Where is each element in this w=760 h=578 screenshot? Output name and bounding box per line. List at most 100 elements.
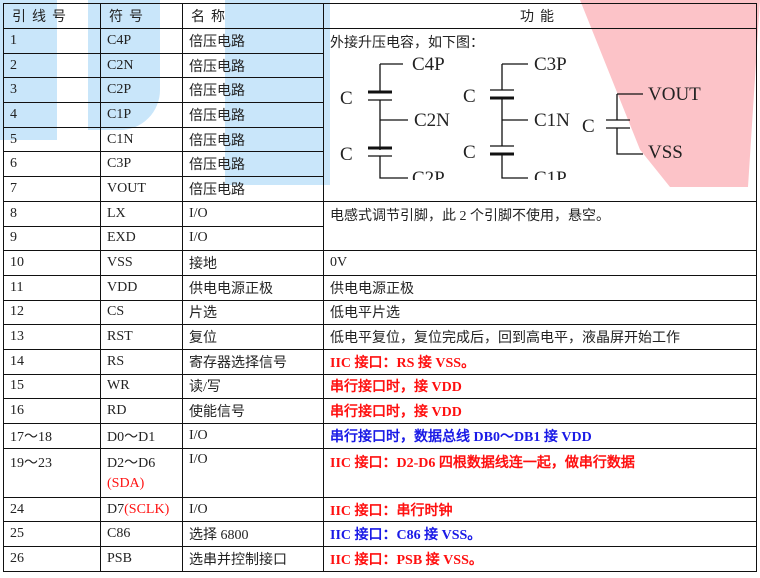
cap-label: C (463, 86, 476, 107)
symbol-cell: VSS (100, 250, 183, 276)
symbol-cell: WR (100, 373, 183, 400)
header-row: 引线号 符号 名称 功能 (3, 3, 757, 29)
symbol-text: D7 (107, 501, 125, 517)
cap-label: C (582, 116, 595, 137)
symbol-cell: C1N (100, 126, 183, 153)
pin-label: VSS (648, 142, 683, 163)
symbol-cell: VOUT (100, 176, 183, 202)
function-cell: IIC 接口：C86 接 VSS。 (323, 521, 757, 548)
function-cell: 串行接口时，接 VDD (323, 373, 757, 400)
pin-cell: 14 (3, 348, 101, 375)
name-cell: 倍压电路 (182, 151, 324, 178)
name-cell: 倍压电路 (182, 126, 324, 153)
pin-label: C2P (412, 168, 445, 180)
function-cell: IIC 接口：串行时钟 (323, 496, 757, 523)
symbol-cell: C86 (100, 521, 183, 548)
pin-cell: 8 (3, 200, 101, 227)
symbol-cell: D0～D1 (100, 423, 183, 449)
pin-cell: 7 (3, 176, 101, 202)
function-cell: IIC 接口：PSB 接 VSS。 (323, 546, 757, 572)
symbol-sub: (SDA) (107, 475, 145, 491)
pin-label: C1P (534, 168, 567, 180)
function-cell: 供电电源正极 (323, 274, 757, 301)
boost-capacitor-diagram: C C C4P C2N C2P C C C3P C1N C1P C VOUT (340, 54, 701, 189)
name-cell: I/O (182, 496, 324, 523)
pin-cell: 26 (3, 546, 101, 572)
pin-cell: 1 (3, 28, 101, 54)
table-row: 19～23 D2～D6(SDA) I/O IIC 接口：D2-D6 四根数据线连… (3, 447, 757, 498)
cap-label: C (340, 88, 353, 109)
pin-label: C1N (534, 110, 570, 131)
name-cell: 复位 (182, 324, 324, 350)
function-cell: 低电平复位，复位完成后，回到高电平，液晶屏开始工作 (323, 324, 757, 350)
table-row: 1 C4P 倍压电路 外接升压电容，如下图： C C C4P C2N C2P C (3, 28, 757, 202)
function-cell: 低电平片选 (323, 299, 757, 326)
pin-cell: 11 (3, 274, 101, 301)
pin-cell: 19～23 (3, 447, 101, 498)
function-cell: IIC 接口：D2-D6 四根数据线连一起，做串行数据 (323, 447, 757, 498)
header-name: 名称 (182, 3, 324, 29)
symbol-cell: C1P (100, 102, 183, 128)
symbol-cell: C4P (100, 28, 183, 54)
name-cell: 接地 (182, 250, 324, 276)
pin-table: 引线号 符号 名称 功能 1 C4P 倍压电路 外接升压电容，如下图： C C … (3, 3, 757, 572)
function-cell: IIC 接口：RS 接 VSS。 (323, 348, 757, 375)
symbol-cell: C2P (100, 77, 183, 104)
boost-capacitor-cell: 外接升压电容，如下图： C C C4P C2N C2P C C C3P C1N (323, 28, 757, 202)
pin-cell: 24 (3, 496, 101, 523)
pin-label: VOUT (648, 84, 701, 105)
symbol-sub: (SCLK) (124, 501, 170, 517)
header-symbol: 符号 (100, 3, 183, 29)
name-cell: 使能信号 (182, 398, 324, 424)
name-cell: 读/写 (182, 373, 324, 400)
symbol-cell: RST (100, 324, 183, 350)
symbol-cell: EXD (100, 225, 183, 252)
function-cell: 串行接口时，数据总线 DB0～DB1 接 VDD (323, 423, 757, 449)
name-cell: I/O (182, 423, 324, 449)
symbol-text: D2～D6 (107, 455, 156, 471)
name-cell: 倍压电路 (182, 176, 324, 202)
name-cell: 寄存器选择信号 (182, 348, 324, 375)
function-cell: 0V (323, 250, 757, 276)
capacitor-group-2 (490, 63, 528, 179)
symbol-cell: D2～D6 (SDA) (100, 447, 183, 498)
pin-cell: 25 (3, 521, 101, 548)
lx-exd-note: 电感式调节引脚，此 2 个引脚不使用，悬空。 (323, 200, 757, 252)
pin-cell: 6 (3, 151, 101, 178)
pin-cell: 3 (3, 77, 101, 104)
pin-label: C2N (414, 110, 450, 131)
pin-label: C4P (412, 54, 445, 75)
name-cell: I/O (182, 200, 324, 227)
name-cell: 倍压电路 (182, 102, 324, 128)
symbol-cell: LX (100, 200, 183, 227)
pin-cell: 17～18 (3, 423, 101, 449)
pin-cell: 12 (3, 299, 101, 326)
symbol-cell: C2N (100, 52, 183, 79)
symbol-cell: D7(SCLK) (100, 496, 183, 523)
symbol-cell: RS (100, 348, 183, 375)
name-cell: 选择 6800 (182, 521, 324, 548)
pin-cell: 13 (3, 324, 101, 350)
symbol-cell: C3P (100, 151, 183, 178)
pin-label: C3P (534, 54, 567, 75)
pin-cell: 15 (3, 373, 101, 400)
pin-cell: 16 (3, 398, 101, 424)
name-cell: 选串并控制接口 (182, 546, 324, 572)
cap-label: C (340, 144, 353, 165)
pin-cell: 4 (3, 102, 101, 128)
name-cell: 片选 (182, 299, 324, 326)
